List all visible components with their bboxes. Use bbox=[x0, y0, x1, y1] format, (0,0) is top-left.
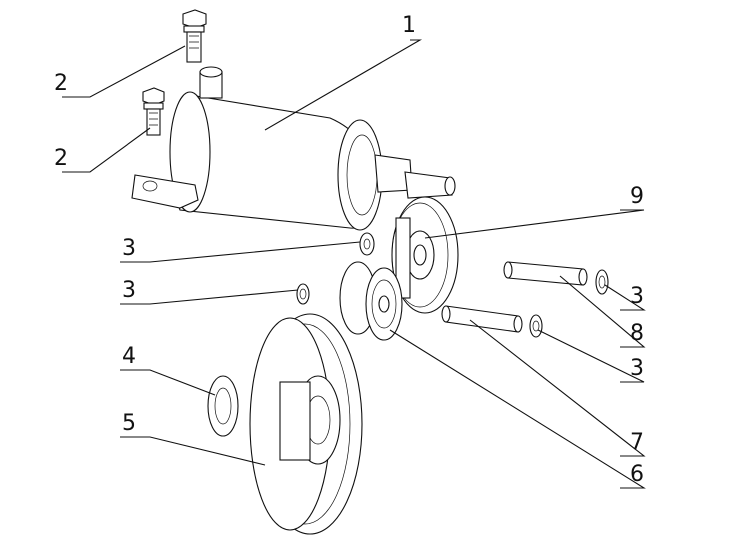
gear-upper bbox=[391, 196, 459, 314]
motor-body bbox=[131, 66, 456, 231]
callouts: 1 2 2 3 3 3 3 4 5 6 7 8 9 bbox=[54, 13, 644, 487]
callout-3-washer-d: 3 bbox=[630, 356, 644, 381]
washer-c bbox=[595, 269, 609, 295]
callout-3-washer-c: 3 bbox=[630, 284, 644, 309]
gear-large bbox=[249, 313, 363, 535]
bolt-lower bbox=[142, 87, 165, 136]
ring-seal bbox=[207, 375, 239, 437]
callout-5: 5 bbox=[122, 411, 136, 436]
leader-lines bbox=[62, 39, 646, 489]
bolt-upper bbox=[182, 9, 207, 63]
callout-3-washer-a: 3 bbox=[122, 236, 136, 261]
pin-lower bbox=[441, 305, 523, 333]
washer-a bbox=[359, 232, 375, 256]
pin-upper bbox=[503, 261, 588, 286]
callout-2-lower: 2 bbox=[54, 146, 68, 171]
callout-9: 9 bbox=[630, 184, 644, 209]
callout-7: 7 bbox=[630, 430, 644, 455]
washer-b bbox=[296, 283, 310, 305]
callout-4: 4 bbox=[122, 344, 136, 369]
gear-cluster bbox=[339, 261, 403, 341]
callout-6: 6 bbox=[630, 462, 644, 487]
callout-1: 1 bbox=[402, 13, 416, 38]
callout-8: 8 bbox=[630, 321, 644, 346]
washer-d bbox=[529, 314, 543, 338]
callout-2-upper: 2 bbox=[54, 71, 68, 96]
callout-3-washer-b: 3 bbox=[122, 278, 136, 303]
